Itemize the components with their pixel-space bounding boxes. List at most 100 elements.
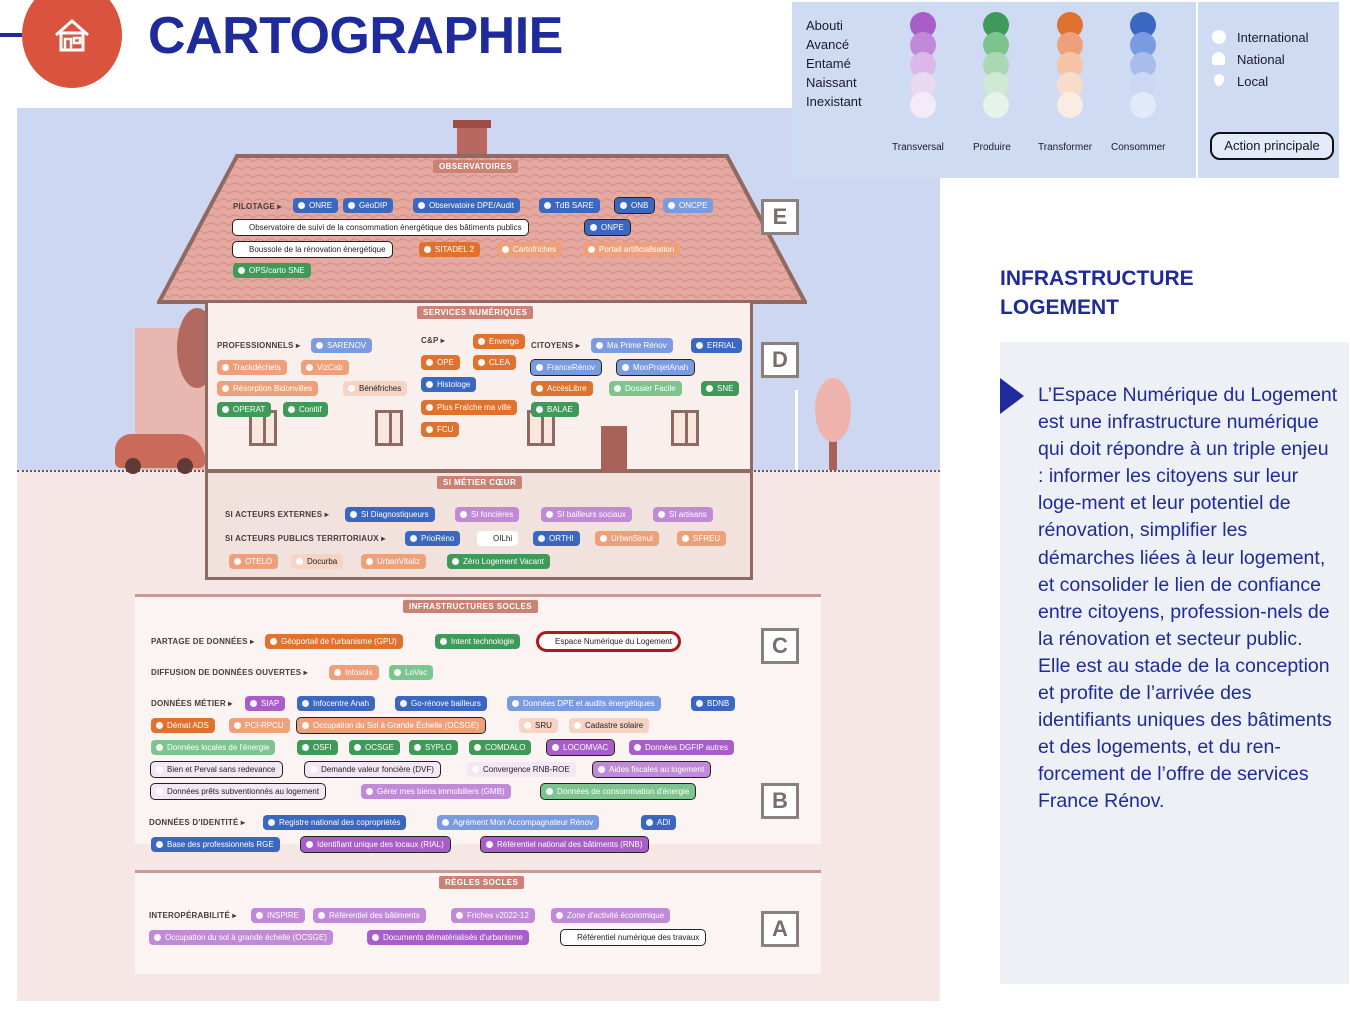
tag-rge[interactable]: Base des professionnels RGE xyxy=(151,837,280,852)
tag-oilhi[interactable]: OILhi xyxy=(477,531,519,546)
tag-onpe[interactable]: ONPE xyxy=(584,219,631,236)
tag-sne[interactable]: SNE xyxy=(701,381,740,396)
tag-ops[interactable]: OPS/carto SNE xyxy=(233,263,311,278)
tag-comdalo[interactable]: COMDALO xyxy=(469,740,532,755)
local-icon xyxy=(1214,74,1224,86)
tag-lovac[interactable]: LoVac xyxy=(389,665,434,680)
tag-infosols[interactable]: Infosols xyxy=(329,665,379,680)
tag-aides[interactable]: Aides fiscales au logement xyxy=(591,761,712,778)
tag-prets[interactable]: Données prêts subventionnés au logement xyxy=(149,783,327,800)
tag-prioreno[interactable]: PrioRéno xyxy=(405,531,461,546)
row-cp: C&P ▸ xyxy=(421,336,445,345)
tag-ope[interactable]: OPE xyxy=(421,355,460,370)
tag-obsdpe[interactable]: Observatoire DPE/Audit xyxy=(413,198,520,213)
tag-osfi[interactable]: OSFI xyxy=(297,740,338,755)
right-tree-trunk xyxy=(829,418,837,470)
tag-gorenove[interactable]: Go-rénove bailleurs xyxy=(395,696,487,711)
tag-siap[interactable]: SIAP xyxy=(245,696,286,711)
car-wheel xyxy=(125,458,141,474)
row-diffusion: DIFFUSION DE DONNÉES OUVERTES ▸ xyxy=(151,668,308,677)
tag-sru[interactable]: SRU xyxy=(519,718,558,733)
tag-operat[interactable]: OPERAT xyxy=(217,402,272,417)
tag-cadastre[interactable]: Cadastre solaire xyxy=(569,718,650,733)
tag-oncpe[interactable]: ONCPE xyxy=(663,198,714,213)
tag-clea[interactable]: CLEA xyxy=(473,355,516,370)
tag-ocsge2[interactable]: Occupation du sol à grande échelle (OCSG… xyxy=(149,930,333,945)
tag-pcirpcu[interactable]: PCI-RPCU xyxy=(229,718,290,733)
tag-conitif[interactable]: Conitif xyxy=(283,402,328,417)
tag-rnc[interactable]: Registre national des copropriétés xyxy=(263,815,407,830)
tag-sarenov[interactable]: SARENOV xyxy=(311,338,373,353)
tag-benefriches[interactable]: Bénéfriches xyxy=(343,381,408,396)
tag-gmb[interactable]: Gérer mes biens immobiliers (GMB) xyxy=(361,784,511,799)
tag-rnbroe[interactable]: Convergence RNB-ROE xyxy=(467,762,576,777)
tag-infocentre[interactable]: Infocentre Anah xyxy=(297,696,376,711)
tag-dle[interactable]: Données locales de l'énergie xyxy=(151,740,276,755)
tag-syplo[interactable]: SYPLO xyxy=(409,740,458,755)
tag-friches[interactable]: Friches v2022-12 xyxy=(451,908,535,923)
tag-ocsge[interactable]: OCSGE xyxy=(349,740,400,755)
tag-fcu[interactable]: FCU xyxy=(421,422,460,437)
tag-obsconso[interactable]: Observatoire de suivi de la consommation… xyxy=(232,219,529,236)
tag-inspire[interactable]: INSPIRE xyxy=(251,908,306,923)
tag-resorption[interactable]: Résorption Bidonvilles xyxy=(217,381,319,396)
tag-francerenov[interactable]: FranceRénov xyxy=(529,359,603,376)
tag-docurba[interactable]: Docurba xyxy=(291,554,344,569)
tag-refbat[interactable]: Référentiel des bâtiments xyxy=(313,908,426,923)
row-partage: PARTAGE DE DONNÉES ▸ xyxy=(151,637,255,646)
tag-espace-numerique-logement[interactable]: Espace Numérique du Logement xyxy=(536,631,681,652)
tag-trackdechets[interactable]: Trackdéchets xyxy=(217,360,287,375)
tag-onb[interactable]: ONB xyxy=(613,197,656,214)
sidebar-title: INFRASTRUCTURE LOGEMENT xyxy=(1000,267,1194,319)
tag-sitadel[interactable]: SITADEL 2 xyxy=(419,242,481,257)
tag-sidiag[interactable]: SI Diagnostiqueurs xyxy=(345,507,435,522)
tag-rnb[interactable]: Référentiel national des bâtiments (RNB) xyxy=(479,836,650,853)
tag-agrement[interactable]: Agrément Mon Accompagnateur Rénov xyxy=(437,815,600,830)
section-si-metier: SI MÉTIER CŒUR xyxy=(437,476,523,489)
tag-docsurba[interactable]: Documents dématérialisés d'urbanisme xyxy=(367,930,529,945)
tag-maprime[interactable]: Ma Prime Rénov xyxy=(591,338,673,353)
tag-dvf[interactable]: Demande valeur foncière (DVF) xyxy=(304,761,441,778)
tag-histologe[interactable]: Histologe xyxy=(421,377,477,392)
tag-dematads[interactable]: Démat ADS xyxy=(151,718,215,733)
tag-monprojet[interactable]: MonProjetAnah xyxy=(615,359,696,376)
tag-boussole[interactable]: Boussole de la rénovation énergétique xyxy=(232,241,393,258)
tag-sibailleurs[interactable]: SI bailleurs sociaux xyxy=(541,507,632,522)
tag-orthi[interactable]: ORTHI xyxy=(533,531,580,546)
tag-sifoncieres[interactable]: SI foncières xyxy=(455,507,520,522)
tag-portail[interactable]: Portail artificialisation xyxy=(583,242,681,257)
door xyxy=(601,426,627,472)
tag-refnum[interactable]: Référentiel numérique des travaux xyxy=(559,929,707,946)
tag-dgfip[interactable]: Données DGFIP autres xyxy=(629,740,735,755)
tag-rial[interactable]: Identifiant unique des locaux (RIAL) xyxy=(300,836,451,853)
tag-sfreu[interactable]: SFREU xyxy=(677,531,727,546)
tag-errial[interactable]: ERRIAL xyxy=(691,338,742,353)
tag-cartofriches[interactable]: Cartofriches xyxy=(497,242,563,257)
tag-zae[interactable]: Zone d'activité économique xyxy=(551,908,671,923)
tag-onre[interactable]: ONRE xyxy=(293,198,339,213)
tag-dossier[interactable]: Dossier Facile xyxy=(609,381,682,396)
tag-balae[interactable]: BALAE xyxy=(531,402,579,417)
tag-conso[interactable]: Données de consommation d'énergie xyxy=(539,783,697,800)
legend-column: Consommer xyxy=(1111,142,1166,153)
tag-urbansimul[interactable]: UrbanSimul xyxy=(595,531,659,546)
tag-gpu[interactable]: Géoportail de l'urbanisme (GPU) xyxy=(265,634,403,649)
tag-perval[interactable]: Bien et Perval sans redevance xyxy=(150,761,283,778)
tag-ocsge1[interactable]: Occupation du Sol à Grande Échelle (OCSG… xyxy=(296,717,486,734)
tag-urbanvitaliz[interactable]: UrbanVitaliz xyxy=(361,554,426,569)
tag-intent[interactable]: Intent technologie xyxy=(435,634,521,649)
tag-geodip[interactable]: GéoDIP xyxy=(343,198,394,213)
tag-acceslibre[interactable]: AccèsLibre xyxy=(531,381,593,396)
tag-envergo[interactable]: Envergo xyxy=(473,334,525,349)
tag-otelo[interactable]: OTELO xyxy=(229,554,279,569)
tag-siartisans[interactable]: SI artisans xyxy=(653,507,713,522)
section-regles: RÈGLES SOCLES xyxy=(439,876,525,889)
tag-dpeaudit[interactable]: Données DPE et audits énergétiques xyxy=(507,696,661,711)
tag-bdnb[interactable]: BDNB xyxy=(691,696,736,711)
tag-plusfraiche[interactable]: Plus Fraîche ma ville xyxy=(421,400,518,415)
tag-zlv[interactable]: Zéro Logement Vacant xyxy=(447,554,550,569)
tag-locomvac[interactable]: LOCOMVAC xyxy=(545,739,616,756)
tag-vizcab[interactable]: VizCab xyxy=(301,360,349,375)
tag-adi[interactable]: ADI xyxy=(641,815,677,830)
tag-tdbsare[interactable]: TdB SARE xyxy=(539,198,600,213)
